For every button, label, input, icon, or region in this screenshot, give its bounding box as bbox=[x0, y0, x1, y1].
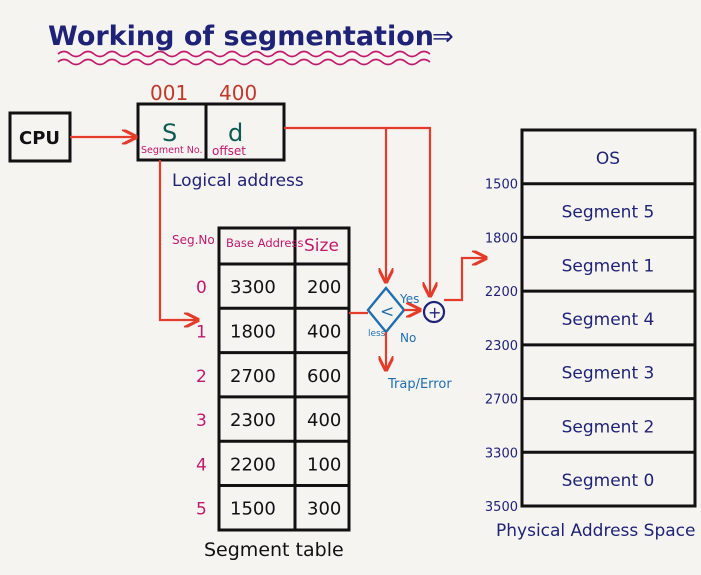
logical-address-label: Logical address bbox=[172, 171, 304, 191]
table-seg-number: 4 bbox=[196, 455, 207, 475]
table-size-cell: 200 bbox=[307, 277, 341, 298]
memory-addresses: 1500 1800 2200 2300 2700 3300 3500 bbox=[485, 178, 518, 515]
table-size-cell: 400 bbox=[307, 410, 341, 431]
memory-address-label: 3300 bbox=[485, 446, 518, 461]
memory-block-label: Segment 5 bbox=[562, 203, 655, 223]
memory-address-label: 2200 bbox=[485, 285, 518, 300]
less-label: less bbox=[368, 329, 386, 339]
seg-no-header: Seg.No bbox=[172, 233, 215, 247]
table-seg-number: 3 bbox=[196, 411, 207, 431]
memory-block-label: Segment 2 bbox=[562, 417, 655, 437]
adder-to-memory-arrow bbox=[444, 258, 486, 302]
table-base-cell: 1500 bbox=[230, 499, 276, 520]
no-label: No bbox=[400, 331, 416, 345]
table-size-cell: 600 bbox=[307, 366, 341, 387]
table-seg-number: 0 bbox=[196, 278, 207, 298]
memory-block-label: Segment 3 bbox=[562, 364, 655, 384]
memory-address-label: 1500 bbox=[485, 178, 518, 193]
table-base-cell: 2300 bbox=[230, 410, 276, 431]
table-size-cell: 400 bbox=[307, 321, 341, 342]
d-letter: d bbox=[228, 119, 243, 147]
offset-to-compare-arrow bbox=[284, 126, 386, 282]
segment-table-rows: 0 3300 200 1 1800 400 2 2700 600 3 2300 400 4 2200 100… bbox=[196, 262, 349, 520]
segment-table bbox=[217, 226, 351, 532]
memory-block-label: Segment 4 bbox=[562, 310, 655, 330]
table-base-cell: 2200 bbox=[230, 454, 276, 475]
title-underline bbox=[57, 50, 431, 66]
size-header: Size bbox=[304, 236, 339, 256]
d-caption: offset bbox=[212, 144, 246, 158]
memory-address-label: 2700 bbox=[485, 393, 518, 408]
table-seg-number: 2 bbox=[196, 367, 207, 387]
cpu-label: CPU bbox=[19, 128, 60, 149]
memory-block-label: Segment 0 bbox=[562, 471, 655, 491]
s-letter: S bbox=[162, 119, 177, 147]
yes-label: Yes bbox=[399, 292, 419, 306]
table-base-cell: 3300 bbox=[230, 277, 276, 298]
d-value: 400 bbox=[219, 81, 257, 105]
table-base-cell: 1800 bbox=[230, 321, 276, 342]
comparator-symbol: < bbox=[380, 302, 394, 322]
memory-block-label: Segment 1 bbox=[562, 256, 655, 276]
physical-memory bbox=[520, 128, 697, 508]
adder-circle bbox=[422, 300, 446, 324]
title-arrow: ⇒ bbox=[432, 22, 454, 52]
page-title: Working of segmentation bbox=[48, 21, 434, 52]
table-base-cell: 2700 bbox=[230, 366, 276, 387]
table-seg-number: 1 bbox=[196, 322, 207, 342]
memory-block-label: OS bbox=[596, 149, 620, 169]
base-header: Base Address bbox=[226, 236, 303, 250]
memory-address-label: 1800 bbox=[485, 231, 518, 246]
logical-address-box bbox=[136, 102, 286, 162]
memory-blocks: OS Segment 5 Segment 1 Segment 4 Segment 3 Se… bbox=[522, 149, 695, 491]
table-size-cell: 100 bbox=[307, 454, 341, 475]
offset-to-adder-arrow bbox=[386, 126, 430, 296]
table-size-cell: 300 bbox=[307, 499, 341, 520]
s-caption: Segment No. bbox=[141, 145, 203, 156]
s-value: 001 bbox=[150, 81, 188, 105]
segment-table-label: Segment table bbox=[204, 539, 344, 561]
table-seg-number: 5 bbox=[196, 500, 207, 520]
trap-label: Trap/Error bbox=[387, 377, 452, 392]
adder-symbol: + bbox=[428, 303, 441, 322]
seg-number-arrow bbox=[158, 160, 198, 320]
memory-address-label: 2300 bbox=[485, 339, 518, 354]
memory-address-label: 3500 bbox=[485, 500, 518, 515]
physical-address-label: Physical Address Space bbox=[496, 521, 695, 541]
